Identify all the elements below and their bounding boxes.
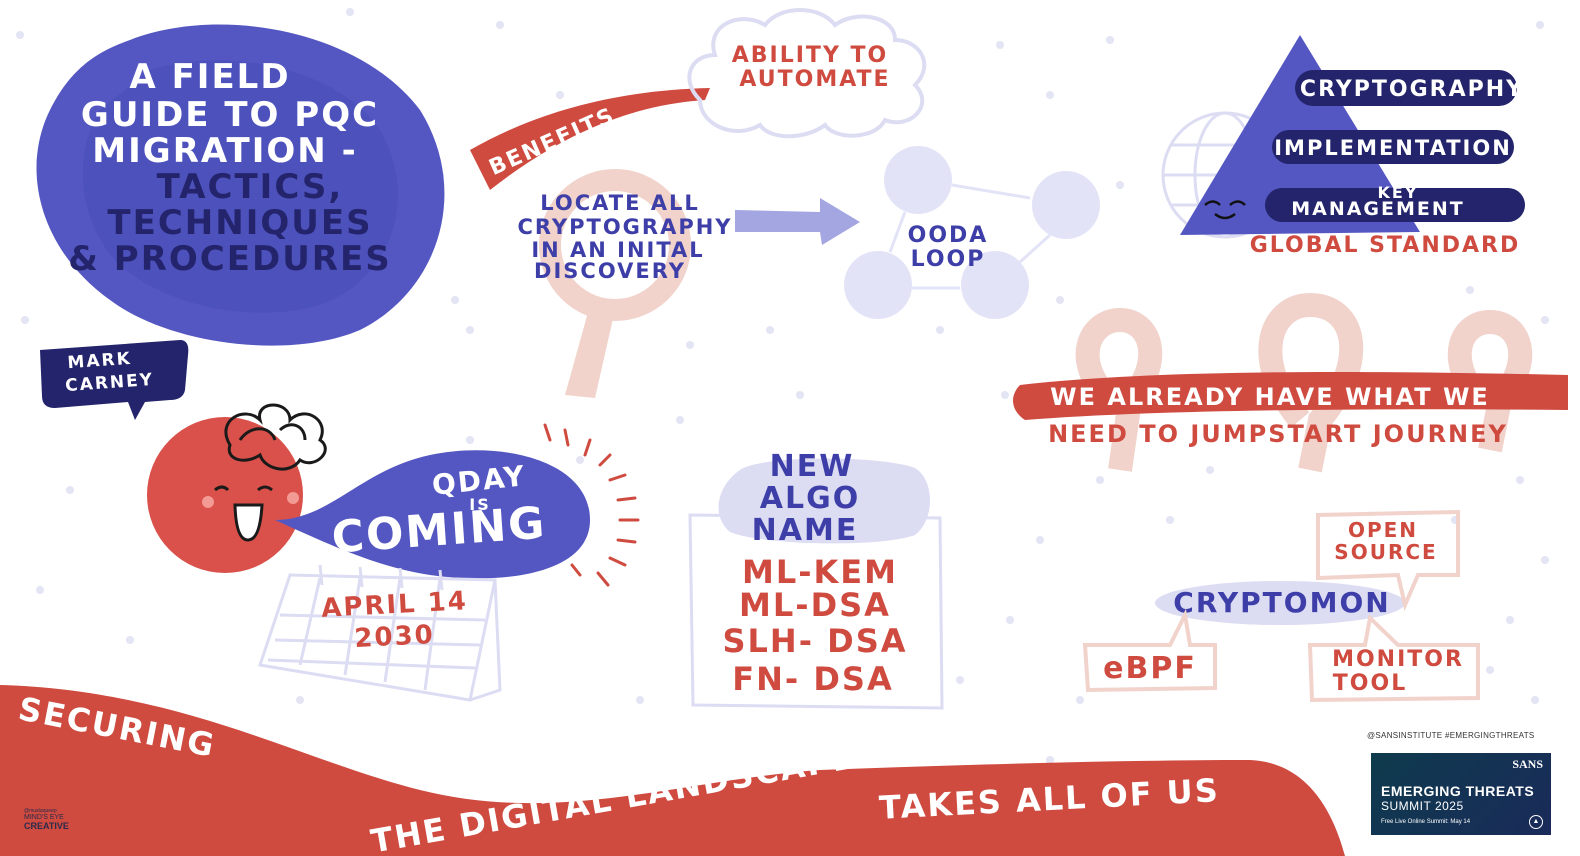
discovery-line-3: IN AN INITAL: [531, 238, 704, 262]
ebpf-label: eBPF: [1103, 651, 1197, 686]
jumpstart-line-1: WE ALREADY HAVE WHAT WE: [1050, 383, 1490, 411]
algo-header-line-1: NEW: [770, 449, 855, 484]
calendar-illustration: [258, 564, 502, 702]
cloud-line-2: AUTOMATE: [739, 67, 890, 92]
monitor-line-2: TOOL: [1333, 671, 1407, 696]
title-line-3: MIGRATION -: [92, 131, 357, 171]
pyramid-illustration: CRYPTOGRAPHY IMPLEMENTATION KEY MANAGEME…: [1180, 35, 1525, 258]
title-text: A FIELD GUIDE TO PQC MIGRATION - TACTICS…: [68, 57, 391, 279]
calendar-year: 2030: [354, 620, 436, 654]
credit-studio: MIND'S EYE: [24, 814, 64, 821]
social-handles: @SANSINSTITUTE #EMERGINGTHREATS: [1367, 731, 1535, 740]
credit-handle: @mustaqueep: [24, 808, 57, 814]
algo-header-line-3: NAME: [752, 513, 859, 548]
ooda-line-1: OODA: [908, 223, 989, 248]
bottom-banner: SECURING THE DIGITAL LANDSCAPE TAKES ALL…: [0, 685, 1345, 856]
cryptomon-label: CRYPTOMON: [1173, 586, 1390, 619]
event-mark-icon: ▲: [1529, 815, 1543, 829]
algo-item: FN- DSA: [732, 660, 893, 698]
qday-line-2: IS: [469, 495, 490, 514]
discovery-line-4: DISCOVERY: [534, 259, 686, 283]
open-source-line-2: SOURCE: [1334, 540, 1437, 564]
pyramid-layer-1: CRYPTOGRAPHY: [1300, 77, 1524, 102]
speaker-bubble: MARK CARNEY: [40, 340, 189, 420]
event-subtitle: SUMMIT 2025: [1381, 799, 1464, 813]
title-line-4: TACTICS,: [157, 167, 344, 207]
artist-credit: @mustaqueep MIND'S EYE CREATIVE: [24, 808, 69, 831]
algo-header-line-2: ALGO: [760, 481, 860, 516]
algo-item: ML-KEM: [742, 553, 898, 591]
qday-bubble: QDAY IS COMING: [275, 423, 640, 587]
character-illustration: [147, 403, 327, 573]
ooda-loop-illustration: OODA LOOP: [844, 146, 1100, 319]
event-date: Free Live Online Summit: May 14: [1381, 819, 1471, 825]
monitor-line-1: MONITOR: [1332, 647, 1464, 672]
pyramid-layer-2: IMPLEMENTATION: [1274, 136, 1512, 160]
discovery-line-2: CRYPTOGRAPHY: [517, 215, 732, 239]
pyramid-layer-3-top: KEY: [1378, 183, 1419, 202]
ooda-line-2: LOOP: [911, 247, 986, 272]
title-line-1: A FIELD: [129, 57, 290, 97]
cloud-illustration: ABILITY TO AUTOMATE: [687, 8, 927, 139]
event-title: EMERGING THREATS: [1381, 783, 1535, 799]
cryptomon-cluster: CRYPTOMON OPEN SOURCE eBPF MONITOR TOOL: [1082, 509, 1480, 703]
title-line-2: GUIDE TO PQC: [81, 95, 379, 135]
pyramid-caption: GLOBAL STANDARD: [1250, 233, 1521, 258]
discovery-text: LOCATE ALL CRYPTOGRAPHY IN AN INITAL DIS…: [517, 191, 732, 283]
brand-name: SANS: [1512, 757, 1543, 771]
arrow-right-icon: [735, 198, 860, 245]
magnifier-illustration: [539, 169, 691, 398]
discovery-line-1: LOCATE ALL: [540, 191, 700, 215]
event-logo: SANS EMERGING THREATS SUMMIT 2025 Free L…: [1371, 753, 1551, 835]
algo-item: SLH- DSA: [722, 622, 907, 660]
title-line-6: & PROCEDURES: [68, 239, 391, 279]
speaker-first-name: MARK: [67, 349, 133, 373]
open-source-line-1: OPEN: [1348, 518, 1418, 542]
credit-studio-suffix: CREATIVE: [24, 821, 69, 831]
title-blob: [36, 24, 445, 346]
algo-item: ML-DSA: [739, 586, 891, 624]
pyramid-layer-3-bottom: MANAGEMENT: [1291, 198, 1465, 220]
jumpstart-line-2: NEED TO JUMPSTART JOURNEY: [1048, 420, 1508, 448]
title-line-5: TECHNIQUES: [107, 203, 372, 243]
cloud-line-1: ABILITY TO: [732, 43, 889, 68]
jumpstart-banner: WE ALREADY HAVE WHAT WE NEED TO JUMPSTAR…: [1013, 372, 1568, 448]
algo-list-card: NEW ALGO NAME ML-KEM ML-DSA SLH- DSA FN-…: [688, 449, 944, 710]
